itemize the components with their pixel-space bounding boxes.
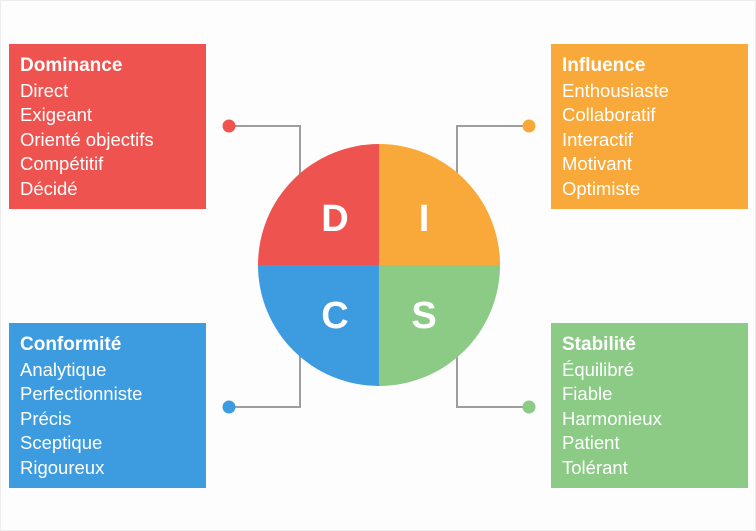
conformity-trait: Précis xyxy=(20,407,72,429)
stability-card: Stabilité Équilibré Fiable Harmonieux Pa… xyxy=(551,323,748,488)
dominance-trait: Direct xyxy=(20,80,69,101)
conformity-trait: Sceptique xyxy=(20,432,103,454)
influence-trait: Optimiste xyxy=(562,177,641,199)
connector-dot-influence xyxy=(522,119,536,133)
stability-trait: Tolérant xyxy=(562,456,628,478)
conformity-card: Conformité Analytique Perfectionniste Pr… xyxy=(9,323,206,488)
dominance-trait: Orienté objectifs xyxy=(20,128,154,150)
connector-stability xyxy=(456,355,529,408)
influence-trait: Enthousiaste xyxy=(562,80,669,101)
wheel-quadrant-conformity xyxy=(258,265,379,386)
influence-trait: Collaboratif xyxy=(562,104,656,126)
stability-trait: Patient xyxy=(562,432,620,454)
stability-trait: Harmonieux xyxy=(562,407,662,429)
wheel-quadrant-dominance xyxy=(258,144,379,265)
connector-dot-conformity xyxy=(222,400,236,414)
connector-dominance xyxy=(229,125,301,175)
wheel-letter-i: I xyxy=(419,198,430,240)
stability-trait: Fiable xyxy=(562,383,613,405)
dominance-trait: Compétitif xyxy=(20,153,104,175)
wheel-quadrant-influence xyxy=(379,144,500,265)
stability-title: Stabilité xyxy=(562,334,636,355)
connector-dot-dominance xyxy=(222,119,236,133)
conformity-trait: Analytique xyxy=(20,359,107,380)
conformity-title: Conformité xyxy=(20,334,122,355)
dominance-title: Dominance xyxy=(20,55,123,76)
dominance-trait: Décidé xyxy=(20,177,78,199)
connector-influence xyxy=(456,125,529,175)
connector-conformity xyxy=(229,355,301,408)
influence-card: Influence Enthousiaste Collaboratif Inte… xyxy=(551,44,748,209)
influence-trait: Interactif xyxy=(562,128,633,150)
conformity-trait: Perfectionniste xyxy=(20,383,143,405)
conformity-trait: Rigoureux xyxy=(20,456,105,478)
dominance-card: Dominance Direct Exigeant Orienté object… xyxy=(9,44,206,209)
stability-trait: Équilibré xyxy=(562,359,634,380)
influence-trait: Motivant xyxy=(562,153,632,175)
influence-title: Influence xyxy=(562,55,646,76)
connector-dot-stability xyxy=(522,400,536,414)
wheel-quadrant-stability xyxy=(379,265,500,386)
wheel-letter-d: D xyxy=(321,198,348,240)
wheel-letter-c: C xyxy=(321,295,348,337)
dominance-trait: Exigeant xyxy=(20,104,92,126)
wheel-letter-s: S xyxy=(411,295,436,337)
